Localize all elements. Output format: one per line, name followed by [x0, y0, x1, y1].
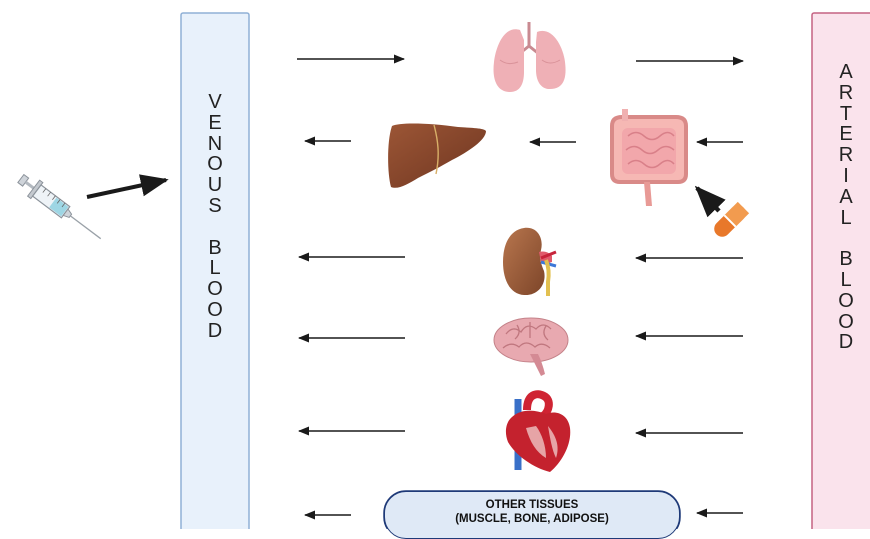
label-letter: B — [208, 238, 221, 259]
label-letter: L — [840, 208, 851, 229]
syringe-icon — [15, 171, 107, 247]
label-letter: N — [208, 134, 222, 155]
label-letter: I — [843, 166, 849, 187]
label-letter: O — [838, 312, 854, 333]
label-letter: V — [208, 92, 221, 113]
brain-icon — [494, 318, 568, 376]
label-letter: O — [207, 279, 223, 300]
label-letter: D — [839, 332, 853, 353]
oral-dose-arrow — [697, 188, 719, 211]
intestines-icon — [612, 109, 686, 206]
label-letter: L — [840, 270, 851, 291]
liver-icon — [388, 123, 486, 187]
label-letter: O — [207, 154, 223, 175]
label-letter: O — [207, 300, 223, 321]
label-letter — [212, 217, 218, 238]
label-letter — [843, 228, 849, 249]
label-letter: B — [839, 249, 852, 270]
other-tissues-title: OTHER TISSUES — [385, 498, 679, 512]
lungs-icon — [494, 22, 566, 92]
label-letter: R — [839, 83, 853, 104]
label-letter: R — [839, 145, 853, 166]
label-letter: E — [208, 113, 221, 134]
other-tissues-subtitle: (MUSCLE, BONE, ADIPOSE) — [385, 512, 679, 526]
heart-icon — [506, 394, 570, 472]
label-letter: E — [839, 124, 852, 145]
other-tissues-label: OTHER TISSUES (MUSCLE, BONE, ADIPOSE) — [384, 491, 680, 539]
label-letter: S — [208, 196, 221, 217]
label-letter: O — [838, 291, 854, 312]
label-letter: U — [208, 175, 222, 196]
iv-dose-arrow — [87, 180, 166, 197]
label-letter: L — [209, 258, 220, 279]
label-letter: A — [839, 187, 852, 208]
kidney-icon — [503, 228, 556, 296]
label-letter: D — [208, 321, 222, 342]
label-letter: T — [840, 104, 852, 125]
label-letter: A — [839, 62, 852, 83]
